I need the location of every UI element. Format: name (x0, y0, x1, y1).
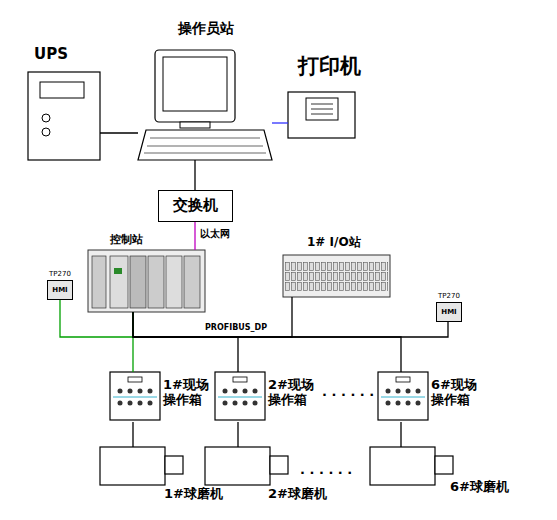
node-label: 操作员站 (178, 20, 234, 36)
edge-label: 以太网 (200, 228, 230, 239)
field-box-drawing (215, 372, 265, 420)
field-operation-box: 6#现场 操作箱 (378, 372, 482, 422)
ball-mill: 2#球磨机 (205, 447, 288, 485)
node-label: 1#现场 操作箱 (163, 378, 213, 408)
computer-drawing (138, 50, 272, 160)
node-label: 打印机 (298, 54, 361, 78)
ups-drawing (28, 72, 100, 160)
node-label: HMI (52, 286, 67, 294)
connector-line (133, 312, 401, 372)
node-label: HMI (441, 308, 456, 316)
node-label: 6#球磨机 (450, 480, 509, 495)
node-label: UPS (34, 46, 68, 63)
node-label: 2#现场 操作箱 (268, 378, 318, 408)
connector-line (194, 160, 195, 190)
field-box-drawing (378, 372, 428, 420)
node-label: 交换机 (173, 197, 218, 214)
node-label: 控制站 (110, 234, 143, 247)
hmi-panel: TP270HMI (436, 302, 462, 322)
connector-line (133, 312, 448, 337)
model-label: TP270 (438, 292, 460, 300)
ball-mill-drawing (205, 447, 288, 485)
connector-line (272, 122, 288, 123)
ellipsis-label: · · · · · · (322, 388, 374, 402)
ball-mill-drawing (370, 447, 453, 485)
printer: 打印机 (288, 92, 355, 138)
connector-line (400, 422, 401, 447)
connector-line (133, 297, 292, 337)
field-operation-box: 1#现场 操作箱 (110, 372, 214, 422)
switch-box: 交换机 (158, 190, 233, 222)
io-rack-drawing (283, 255, 390, 297)
ball-mill: 6#球磨机 (370, 447, 453, 485)
connector-line (194, 222, 195, 250)
ups-box: UPS (28, 72, 100, 160)
control-station: 控制站 (88, 250, 205, 312)
connector-line (100, 132, 138, 133)
node-label: 6#现场 操作箱 (431, 378, 481, 408)
ellipsis-label: · · · · · · (300, 466, 352, 480)
printer-drawing (288, 92, 355, 138)
node-label: 2#球磨机 (268, 487, 327, 502)
hmi-panel: TP270HMI (47, 280, 73, 300)
node-label: 1# I/O站 (307, 236, 361, 250)
connector-line (237, 422, 238, 447)
bus-label: PROFIBUS_DP (205, 324, 267, 333)
plc-rack-drawing (88, 250, 205, 312)
connector-line (132, 422, 133, 447)
io-station: 1# I/O站 (283, 255, 390, 297)
ball-mill-drawing (100, 447, 183, 485)
node-label: 1#球磨机 (164, 487, 223, 502)
ball-mill: 1#球磨机 (100, 447, 183, 485)
connector-line (60, 300, 133, 337)
operator-station: 操作员站 (138, 50, 272, 160)
connector-line (133, 312, 238, 372)
field-box-drawing (110, 372, 160, 420)
model-label: TP270 (49, 270, 71, 278)
field-operation-box: 2#现场 操作箱 (215, 372, 319, 422)
